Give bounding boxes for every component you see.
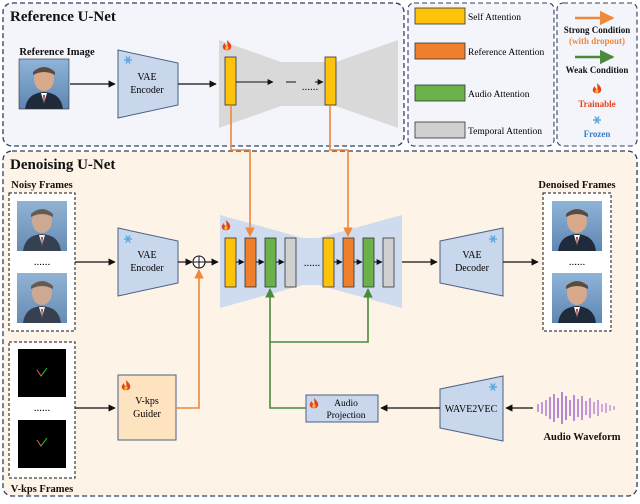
- legend-reference-attention: Reference Attention: [414, 42, 544, 60]
- den-audio-attention-block-2: [362, 237, 375, 288]
- vae-encoder-ref-line2: Encoder: [130, 85, 164, 96]
- vkps-guider-line2: Guider: [133, 409, 161, 420]
- vae-decoder: VAE Decoder: [439, 227, 504, 297]
- vkps-frame-2: [18, 420, 66, 468]
- vkps-frames-ellipsis: ......: [34, 402, 51, 414]
- denoising-unet-title: Denoising U-Net: [10, 157, 115, 173]
- sum-node: [192, 255, 206, 269]
- den-self-attention-block-1: [224, 237, 237, 288]
- vkps-guider-line1: V-kps: [135, 396, 159, 407]
- legend-reference-attention-label: Reference Attention: [468, 47, 544, 58]
- reference-unet-panel: [2, 2, 405, 147]
- noisy-frames-ellipsis: ......: [34, 256, 51, 268]
- ref-unet-ellipsis: ......: [302, 81, 319, 93]
- vae-decoder-line2: Decoder: [455, 263, 490, 274]
- reference-image-label: Reference Image: [19, 47, 95, 58]
- weak-condition-arrow-audio-1: [265, 288, 306, 409]
- legend-blocks-panel: [407, 2, 555, 147]
- denoised-frames-label: Denoised Frames: [538, 180, 615, 191]
- vkps-frame-1: [18, 349, 66, 397]
- vkps-guider: V-kps Guider: [117, 374, 177, 441]
- audio-projection: Audio Projection: [305, 394, 379, 423]
- weak-condition-arrow-audio-2: [270, 288, 373, 343]
- audio-projection-line2: Projection: [326, 411, 365, 421]
- den-reference-attention-block-2: [342, 237, 355, 288]
- audio-projection-line1: Audio: [334, 399, 358, 409]
- legend-self-attention-label: Self Attention: [468, 12, 521, 23]
- den-temporal-attention-block-1: [284, 237, 297, 288]
- noisy-frame-2: [17, 273, 67, 323]
- ref-self-attention-block-1: [224, 56, 237, 106]
- reference-unet-title: Reference U-Net: [10, 9, 116, 25]
- legend-weak-condition-label: Weak Condition: [566, 65, 629, 75]
- legend-conditions-panel: [556, 2, 638, 147]
- legend-with-dropout-label: (with dropout): [569, 36, 625, 46]
- ref-self-attention-block-2: [324, 56, 337, 106]
- audio-waveform-label: Audio Waveform: [543, 432, 620, 443]
- legend-trainable-label: Trainable: [578, 99, 615, 109]
- audio-waveform: [537, 392, 615, 424]
- legend-strong-condition-label: Strong Condition: [564, 25, 631, 35]
- noisy-frame-1: [17, 201, 67, 251]
- den-self-attention-block-2: [322, 237, 335, 288]
- strong-condition-arrow-ref-1: [230, 105, 255, 237]
- legend-frozen-label: Frozen: [584, 129, 611, 139]
- vae-decoder-line1: VAE: [462, 250, 481, 261]
- denoising-unet-shape: ......: [220, 215, 402, 308]
- wave2vec-encoder: WAVE2VEC: [439, 375, 504, 442]
- vae-encoder-den-line2: Encoder: [130, 263, 164, 274]
- strong-condition-arrow-ref-2: [329, 105, 353, 237]
- strong-condition-arrow-guider: [176, 269, 204, 409]
- den-unet-ellipsis: ......: [304, 257, 321, 269]
- denoised-frames-ellipsis: ......: [569, 256, 586, 268]
- den-audio-attention-block-1: [264, 237, 277, 288]
- noisy-frames-label: Noisy Frames: [11, 180, 73, 191]
- legend-temporal-attention: Temporal Attention: [414, 121, 542, 139]
- vae-encoder-den-line1: VAE: [137, 250, 156, 261]
- den-reference-attention-block-1: [244, 237, 257, 288]
- denoising-unet-panel: [2, 150, 638, 497]
- denoised-frame-2: [552, 273, 602, 323]
- legend-audio-attention: Audio Attention: [414, 84, 530, 102]
- reference-image: [18, 58, 70, 110]
- vae-encoder-ref-line1: VAE: [137, 72, 156, 83]
- legend-temporal-attention-label: Temporal Attention: [468, 127, 542, 137]
- vkps-frames-label: V-kps Frames: [11, 484, 74, 495]
- legend-audio-attention-label: Audio Attention: [468, 90, 530, 100]
- vae-encoder-ref: VAE Encoder: [117, 49, 179, 119]
- vae-encoder-den: VAE Encoder: [117, 227, 179, 297]
- legend-self-attention: Self Attention: [414, 7, 521, 25]
- denoised-frame-1: [552, 201, 602, 251]
- den-temporal-attention-block-2: [382, 237, 395, 288]
- wave2vec-label: WAVE2VEC: [445, 404, 498, 415]
